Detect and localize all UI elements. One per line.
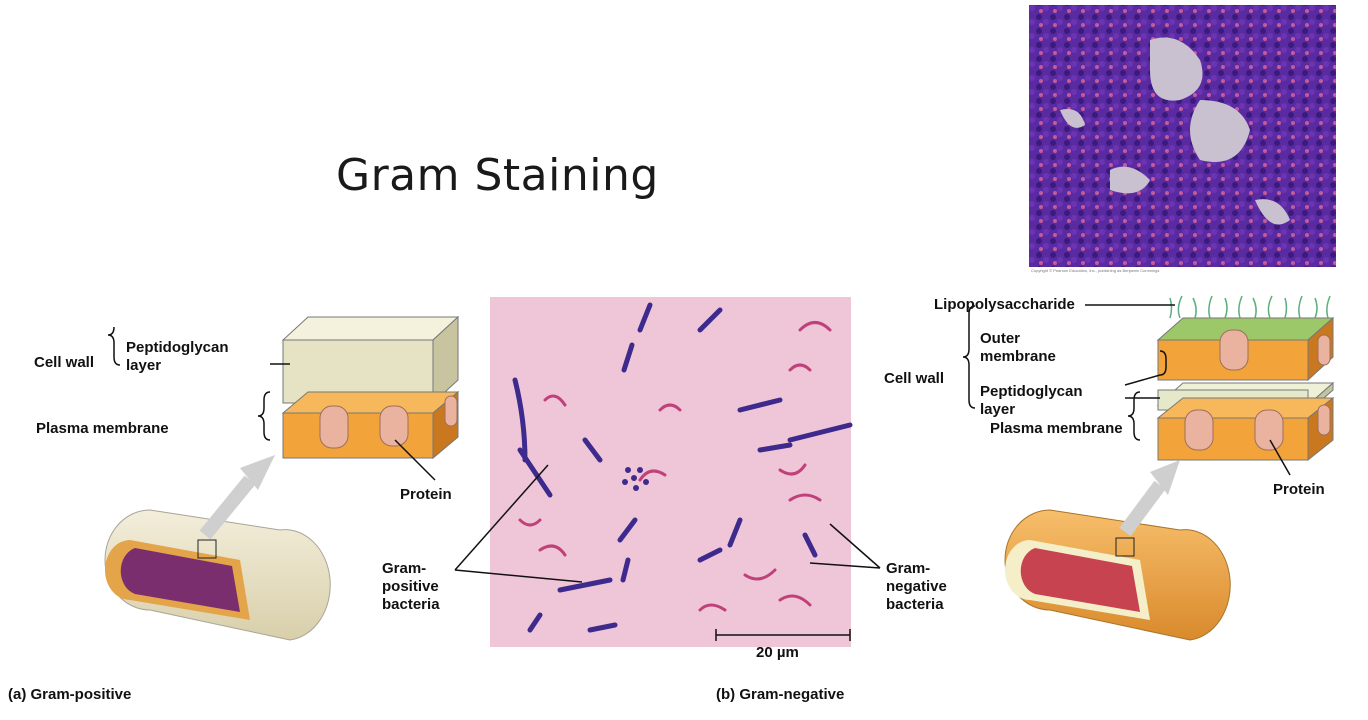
gn-lps-label: Lipopolysaccharide — [934, 296, 1075, 313]
gram-negative-bacteria-label: Gram- negative bacteria — [886, 560, 947, 614]
leader-lines — [107, 304, 1291, 641]
gram-positive-cell — [104, 455, 331, 641]
caption-gram-positive: (a) Gram-positive — [8, 686, 132, 703]
micrograph-credit: Copyright © Pearson Education, Inc., pub… — [1031, 268, 1160, 273]
caption-gram-negative: (b) Gram-negative — [716, 686, 845, 703]
gn-outer-line2: membrane — [980, 348, 1056, 365]
slide-title: Gram Staining — [336, 150, 659, 201]
gn-peptidoglycan-line2: layer — [980, 401, 1016, 418]
gp-plasma-membrane-label: Plasma membrane — [36, 420, 169, 437]
gram-negative-cell — [1004, 460, 1231, 641]
micrograph-top-right — [1029, 5, 1336, 267]
gram-positive-envelope — [281, 315, 460, 460]
gp-peptidoglycan-line1: Peptidoglycan — [126, 339, 229, 356]
gnb-line2: negative — [886, 578, 947, 595]
gn-protein-label: Protein — [1273, 481, 1325, 498]
gram-positive-bacteria-label: Gram- positive bacteria — [382, 560, 440, 614]
gn-cell-wall-label: Cell wall — [884, 370, 945, 387]
gnb-line3: bacteria — [886, 596, 944, 613]
gn-peptidoglycan-line1: Peptidoglycan — [980, 383, 1083, 400]
gn-outer-line1: Outer — [980, 330, 1021, 347]
gpb-line3: bacteria — [382, 596, 440, 613]
gram-negative-envelope — [1156, 295, 1335, 462]
gn-plasma-membrane-label: Plasma membrane — [990, 420, 1123, 437]
gpb-line2: positive — [382, 578, 439, 595]
gp-protein-label: Protein — [400, 486, 452, 503]
gp-cell-wall-label: Cell wall — [34, 354, 95, 371]
gpb-line1: Gram- — [382, 560, 427, 577]
gn-outer-membrane-label: Outer membrane — [980, 330, 1056, 366]
gp-peptidoglycan-label: Peptidoglycan layer — [126, 339, 229, 375]
gnb-line1: Gram- — [886, 560, 931, 577]
micrograph-center — [490, 297, 853, 647]
scale-bar-label: 20 µm — [756, 644, 799, 661]
gp-peptidoglycan-line2: layer — [126, 357, 162, 374]
gn-peptidoglycan-label: Peptidoglycan layer — [980, 383, 1083, 419]
